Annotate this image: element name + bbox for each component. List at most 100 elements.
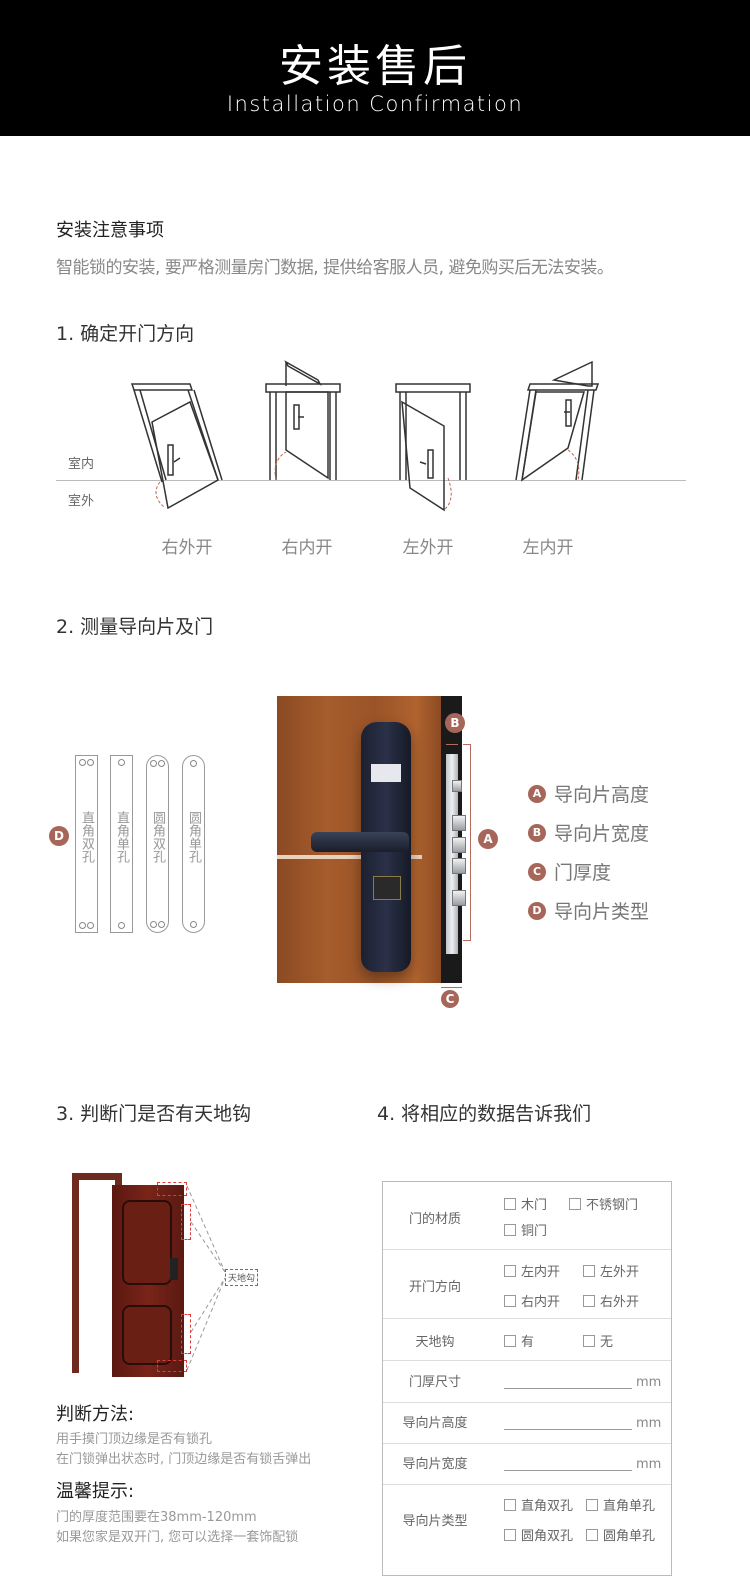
checkbox[interactable] (504, 1197, 516, 1210)
checkbox[interactable] (504, 1528, 516, 1541)
form-row-material: 门的材质 木门 不锈钢门 铜门 (383, 1182, 671, 1250)
option-label: 木门 (521, 1198, 548, 1213)
checkbox[interactable] (586, 1528, 598, 1541)
plate-height-input[interactable] (504, 1429, 632, 1430)
lock-logo-icon (373, 876, 401, 900)
option-square-single[interactable]: 直角单孔 (586, 1495, 655, 1514)
dim-b (446, 744, 458, 745)
legend-label: 导向片高度 (554, 784, 650, 806)
checkbox[interactable] (504, 1294, 516, 1307)
option-label: 有 (521, 1335, 535, 1350)
plate-width-input[interactable] (504, 1470, 632, 1471)
legend-badge: D (528, 901, 546, 920)
page-title: 安装售后 (279, 41, 471, 92)
option-wood-door[interactable]: 木门 (504, 1194, 547, 1213)
dead-bolt-1 (452, 815, 466, 831)
hook-highlight-upper (181, 1204, 191, 1240)
form-label: 门厚尺寸 (408, 1375, 461, 1390)
option-copper-door[interactable]: 铜门 (504, 1220, 547, 1239)
ground-line (56, 480, 686, 481)
tip-title: 温馨提示: (56, 1481, 135, 1502)
plate-round-single: 圆角单孔 (182, 755, 205, 933)
dead-bolt-2 (452, 837, 466, 853)
notice-text: 智能锁的安装, 要严格测量房门数据, 提供给客服人员, 避免购买后无法安装。 (56, 258, 614, 278)
checkbox[interactable] (504, 1223, 516, 1236)
plate-square-single: 直角单孔 (110, 755, 133, 933)
checkbox[interactable] (583, 1264, 595, 1277)
hook-highlight-top (157, 1182, 187, 1196)
door-caption-4: 左内开 (522, 538, 574, 558)
option-label: 右内开 (521, 1295, 561, 1310)
plate-round-double: 圆角双孔 (146, 755, 169, 933)
option-right-outward[interactable]: 右外开 (583, 1291, 639, 1310)
option-left-inward[interactable]: 左内开 (504, 1261, 560, 1280)
marker-b: B (445, 713, 465, 733)
option-square-double[interactable]: 直角双孔 (504, 1495, 573, 1514)
door-caption-2: 右内开 (281, 538, 333, 558)
door-seam (277, 855, 422, 859)
legend-item-c: C 门厚度 (528, 858, 649, 885)
option-label: 右外开 (600, 1295, 640, 1310)
legend-label: 导向片宽度 (554, 823, 650, 845)
hook-pointer-lines (186, 1185, 226, 1371)
legend-item-b: B 导向片宽度 (528, 819, 649, 846)
form-row-thickness: 门厚尺寸 mm (383, 1361, 671, 1403)
door-left-outward-icon (395, 383, 471, 512)
legend-badge: B (528, 823, 546, 842)
checkbox[interactable] (583, 1294, 595, 1307)
option-label: 直角单孔 (603, 1499, 656, 1514)
unit-label: mm (636, 1457, 662, 1472)
checkbox[interactable] (504, 1264, 516, 1277)
option-round-single[interactable]: 圆角单孔 (586, 1525, 655, 1544)
thickness-input[interactable] (504, 1388, 632, 1389)
marker-c: C (441, 990, 459, 1008)
form-row-direction: 开门方向 左内开 左外开 右内开 右外开 (383, 1250, 671, 1319)
checkbox[interactable] (583, 1334, 595, 1347)
legend-label: 导向片类型 (554, 901, 650, 923)
dim-a-top (463, 744, 471, 745)
checkbox[interactable] (586, 1498, 598, 1511)
outdoor-label: 室外 (68, 494, 95, 509)
option-round-double[interactable]: 圆角双孔 (504, 1525, 573, 1544)
plate-square-double: 直角双孔 (75, 755, 98, 933)
dim-a (470, 744, 471, 940)
legend-item-a: A 导向片高度 (528, 780, 649, 807)
form-label: 门的材质 (408, 1212, 461, 1227)
dead-bolt-3 (452, 858, 466, 874)
form-row-plate-width: 导向片宽度 mm (383, 1444, 671, 1485)
form-row-plate-height: 导向片高度 mm (383, 1403, 671, 1444)
option-right-inward[interactable]: 右内开 (504, 1291, 560, 1310)
form-label: 导向片类型 (402, 1514, 468, 1529)
unit-label: mm (636, 1375, 662, 1390)
checkbox[interactable] (504, 1498, 516, 1511)
option-left-outward[interactable]: 左外开 (583, 1261, 639, 1280)
page-header: 安装售后 Installation Confirmation (0, 0, 750, 136)
option-label: 左内开 (521, 1265, 561, 1280)
plate-label: 直角单孔 (114, 811, 129, 863)
plate-label: 圆角单孔 (186, 811, 201, 863)
page-subtitle: Installation Confirmation (226, 92, 524, 116)
legend-item-d: D 导向片类型 (528, 897, 649, 924)
checkbox[interactable] (569, 1197, 581, 1210)
plate-type-marker-d: D (49, 826, 69, 846)
method-line-2: 在门锁弹出状态时, 门顶边缘是否有锁舌弹出 (56, 1452, 312, 1467)
option-label: 圆角双孔 (521, 1529, 574, 1544)
plate-label: 直角双孔 (79, 811, 94, 863)
option-label: 直角双孔 (521, 1499, 574, 1514)
measurement-legend: A 导向片高度 B 导向片宽度 C 门厚度 D 导向片类型 (528, 780, 649, 924)
option-hook-no[interactable]: 无 (583, 1331, 613, 1350)
legend-badge: C (528, 862, 546, 881)
checkbox[interactable] (504, 1334, 516, 1347)
section2-title: 2. 测量导向片及门 (56, 616, 214, 638)
latch-bolt (452, 780, 462, 792)
door-panel-bottom (122, 1305, 172, 1365)
form-row-plate-type: 导向片类型 直角双孔 直角单孔 圆角双孔 圆角单孔 (383, 1485, 671, 1575)
section3-title: 3. 判断门是否有天地钩 (56, 1103, 252, 1125)
option-hook-yes[interactable]: 有 (504, 1331, 534, 1350)
legend-label: 门厚度 (554, 862, 612, 884)
method-line-1: 用手摸门顶边缘是否有锁孔 (56, 1432, 213, 1447)
marker-a: A (478, 829, 498, 849)
option-stainless-door[interactable]: 不锈钢门 (569, 1194, 638, 1213)
section1-title: 1. 确定开门方向 (56, 323, 195, 345)
hook-tag: 天地勾 (225, 1269, 259, 1286)
